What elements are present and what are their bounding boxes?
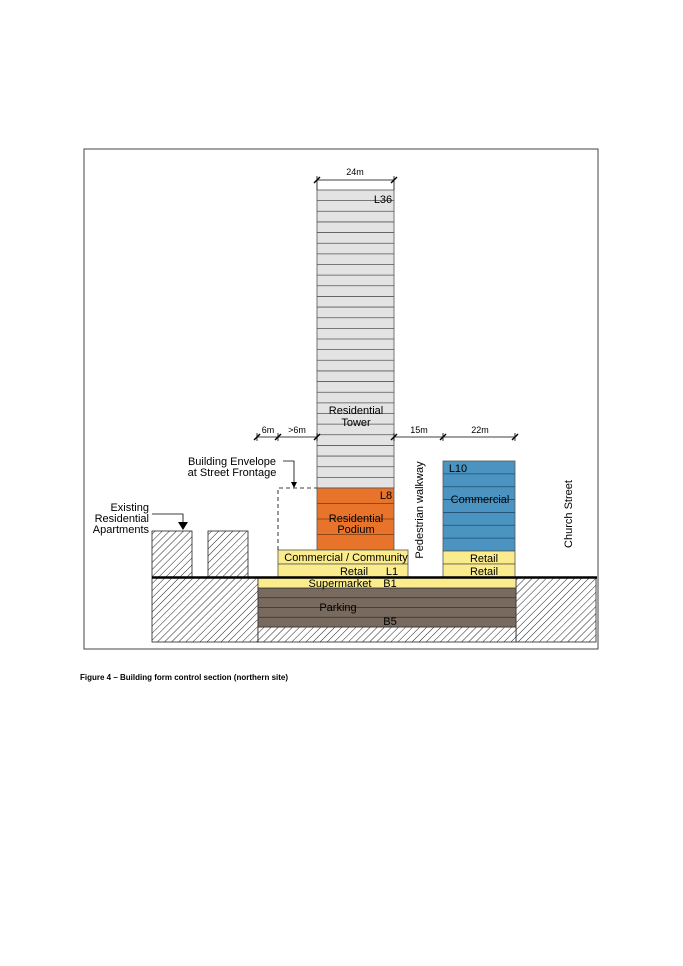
- label-residential-tower-1: Residential: [329, 405, 383, 417]
- podium-floor-lines: [317, 503, 394, 535]
- east-floor-lines: [443, 473, 515, 539]
- envelope-arrowhead: [291, 482, 297, 488]
- dim-24m: [313, 176, 398, 190]
- label-podium-2: Podium: [337, 524, 374, 536]
- label-24m: 24m: [346, 167, 364, 177]
- existing-apartment-1: [151, 530, 193, 579]
- label-6m: 6m: [262, 425, 275, 435]
- ground-hatch-west: [151, 577, 259, 643]
- parking-floor-lines: [258, 597, 516, 618]
- label-l36: L36: [374, 194, 392, 206]
- label-15m: 15m: [410, 425, 428, 435]
- tower-floor-lines: [317, 200, 394, 478]
- label-commercial-community: Commercial / Community: [284, 552, 408, 564]
- label-podium-1: Residential: [329, 513, 383, 525]
- label-east-commercial: Commercial: [451, 494, 510, 506]
- east-commercial-block: [442, 460, 516, 552]
- label-pedestrian-walkway: Pedestrian walkway: [414, 461, 426, 559]
- ground-hatch-east: [515, 577, 597, 643]
- existing-arrowhead: [178, 522, 188, 530]
- existing-apartment-2: [207, 530, 249, 579]
- label-supermarket: Supermarket: [309, 578, 372, 590]
- dim-setbacks: [253, 433, 321, 441]
- label-retail-west: Retail: [340, 566, 368, 578]
- label-church-street: Church Street: [563, 480, 575, 548]
- label-22m: 22m: [471, 425, 489, 435]
- label-l10: L10: [449, 463, 467, 475]
- label-existing-1: Existing: [110, 502, 149, 514]
- label-parking: Parking: [319, 602, 356, 614]
- label-envelope-2: at Street Frontage: [188, 467, 277, 479]
- ground-hatch-under: [257, 626, 517, 643]
- label-l1: L1: [386, 566, 398, 578]
- label-envelope-1: Building Envelope: [188, 456, 276, 468]
- label-east-retail-lower: Retail: [470, 566, 498, 578]
- dim-22m: [443, 433, 519, 441]
- label-existing-3: Apartments: [93, 524, 150, 536]
- label-gt6m: >6m: [288, 425, 306, 435]
- label-l8: L8: [380, 490, 392, 502]
- label-residential-tower-2: Tower: [341, 417, 371, 429]
- envelope-leader: [283, 460, 295, 483]
- label-b5: B5: [383, 616, 396, 628]
- label-b1: B1: [383, 578, 396, 590]
- building-envelope-outline: [277, 487, 317, 550]
- figure-caption: Figure 4 – Building form control section…: [80, 673, 289, 682]
- label-existing-2: Residential: [95, 513, 149, 525]
- label-east-retail-upper: Retail: [470, 553, 498, 565]
